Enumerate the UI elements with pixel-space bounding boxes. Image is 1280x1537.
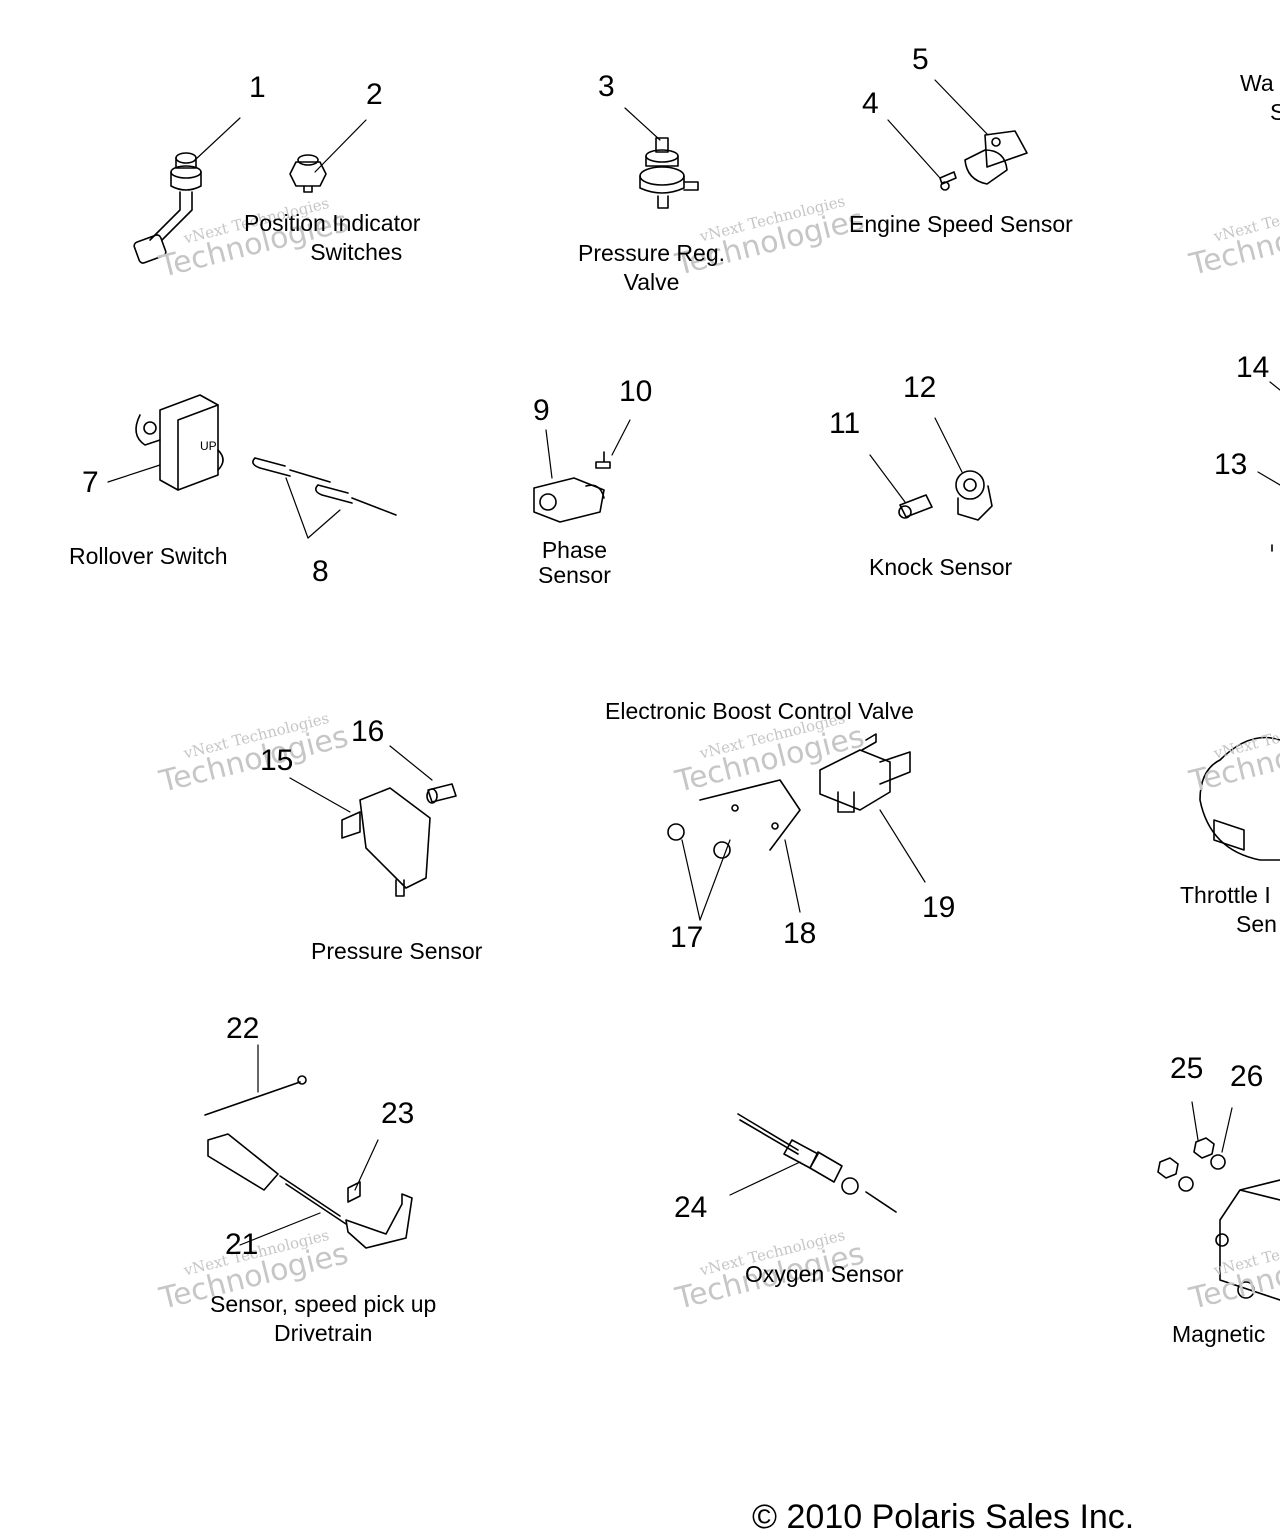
caption-position-indicator-switches: Position Indicator Switches — [244, 210, 421, 265]
caption-phase-sensor: Phase Sensor — [538, 537, 611, 588]
position-switch-1-drawing — [133, 152, 202, 264]
bolt-10-drawing — [595, 451, 611, 469]
caption-engine-speed-sensor: Engine Speed Sensor — [849, 211, 1073, 237]
caption-water-sensor-partial: Wa S — [1240, 70, 1280, 125]
caption-rollover-switch: Rollover Switch — [69, 543, 228, 569]
position-switch-2-drawing — [289, 154, 327, 193]
caption-pressure-sensor: Pressure Sensor — [311, 938, 483, 964]
callout-19: 19 — [922, 891, 956, 924]
copyright-notice: © 2010 Polaris Sales Inc. — [752, 1498, 1135, 1536]
callout-4: 4 — [862, 87, 879, 120]
bolt-4-drawing — [939, 171, 957, 191]
callout-24: 24 — [674, 1191, 708, 1224]
pressure-sensor-drawing — [341, 787, 431, 897]
callout-10: 10 — [619, 375, 653, 408]
nut-washer-drawing — [1157, 1137, 1226, 1192]
caption-electronic-boost-control-valve: Electronic Boost Control Valve — [605, 698, 914, 724]
boost-valve-drawing — [667, 733, 911, 859]
callout-17: 17 — [670, 921, 704, 954]
callout-7: 7 — [82, 466, 99, 499]
callout-13: 13 — [1214, 448, 1248, 481]
rollover-switch-drawing: UP — [135, 394, 224, 491]
bolt-16-drawing — [426, 783, 457, 804]
callout-9: 9 — [533, 394, 550, 427]
throttle-sensor-partial-drawing — [1199, 736, 1280, 861]
tie-strap-drawing — [204, 1075, 307, 1116]
caption-pressure-reg-valve: Pressure Reg. Valve — [578, 240, 726, 295]
caption-throttle-sensor-partial: Throttle I Sen — [1180, 882, 1277, 937]
callout-15: 15 — [260, 744, 294, 777]
callout-23: 23 — [381, 1097, 415, 1130]
svg-text:UP: UP — [200, 439, 217, 453]
caption-magnetic-partial: Magnetic — [1172, 1321, 1266, 1347]
caption-speed-pickup-drivetrain: Sensor, speed pick up Drivetrain — [210, 1291, 437, 1346]
pins-8-drawing — [252, 457, 397, 516]
callout-5: 5 — [912, 43, 929, 76]
engine-speed-sensor-drawing — [964, 130, 1028, 185]
callout-18: 18 — [783, 917, 817, 950]
oxygen-sensor-drawing — [737, 1113, 897, 1213]
callout-8: 8 — [312, 555, 329, 588]
callout-14: 14 — [1236, 351, 1270, 384]
callout-16: 16 — [351, 715, 385, 748]
callout-25: 25 — [1170, 1052, 1204, 1085]
knock-sensor-drawing — [955, 470, 993, 521]
callout-12: 12 — [903, 371, 937, 404]
callout-1: 1 — [249, 71, 266, 104]
magnetic-partial-drawing — [1215, 1179, 1280, 1301]
callout-2: 2 — [366, 78, 383, 111]
caption-oxygen-sensor: Oxygen Sensor — [745, 1261, 904, 1287]
bolt-11-drawing — [898, 494, 933, 519]
caption-knock-sensor: Knock Sensor — [869, 554, 1013, 580]
callout-3: 3 — [598, 70, 615, 103]
phase-sensor-drawing — [533, 477, 605, 523]
callout-11: 11 — [829, 407, 861, 440]
callout-21: 21 — [225, 1228, 259, 1261]
pressure-regulator-drawing — [639, 137, 699, 209]
leader-lines — [107, 79, 1280, 1246]
callout-26: 26 — [1230, 1060, 1264, 1093]
callout-22: 22 — [226, 1012, 260, 1045]
speed-pickup-drawing — [207, 1133, 413, 1249]
